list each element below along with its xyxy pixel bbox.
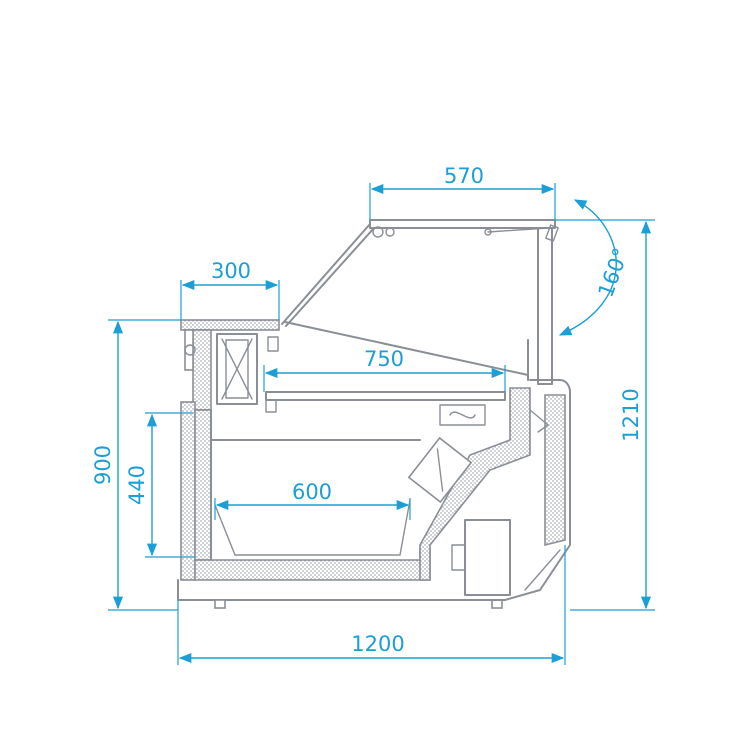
- rear-glass-post: [537, 227, 553, 385]
- dim-label-600: 600: [292, 480, 332, 504]
- rear-knob: [184, 344, 196, 356]
- tub-bottom: [194, 547, 431, 581]
- dimension-lines: [108, 183, 655, 665]
- angle-arc: [558, 199, 617, 336]
- dim-label-1200: 1200: [351, 632, 404, 656]
- front-panel-insulation: [544, 394, 566, 547]
- dim-label-1210: 1210: [619, 388, 643, 441]
- dim-label-570: 570: [444, 164, 484, 188]
- dim-label-750: 750: [364, 347, 404, 371]
- inner-glass: [284, 321, 529, 376]
- dim-label-900: 900: [91, 445, 115, 485]
- tray: [214, 499, 411, 556]
- inner-shelf: [265, 391, 506, 401]
- storage-box: [216, 333, 258, 405]
- light-unit: [439, 404, 486, 426]
- cabinet-outline: [177, 319, 571, 609]
- worktop-slab: [180, 319, 280, 331]
- fan-unit: [464, 519, 511, 596]
- front-glass: [281, 223, 371, 325]
- rear-panel: [184, 329, 194, 371]
- top-canopy: [369, 219, 556, 229]
- angle-label-160: 160°: [593, 245, 633, 301]
- rear-upper-wall: [192, 329, 212, 411]
- left-insulation: [194, 409, 212, 561]
- left-lower-wall: [180, 401, 196, 581]
- front-panel: [439, 379, 571, 601]
- foot-right: [491, 599, 503, 609]
- dim-label-300: 300: [211, 259, 251, 283]
- control-handle: [529, 409, 549, 433]
- dim-label-440: 440: [125, 465, 149, 505]
- glass-superstructure: [281, 219, 559, 385]
- front-insulation: [419, 387, 531, 581]
- foot-left: [214, 599, 226, 609]
